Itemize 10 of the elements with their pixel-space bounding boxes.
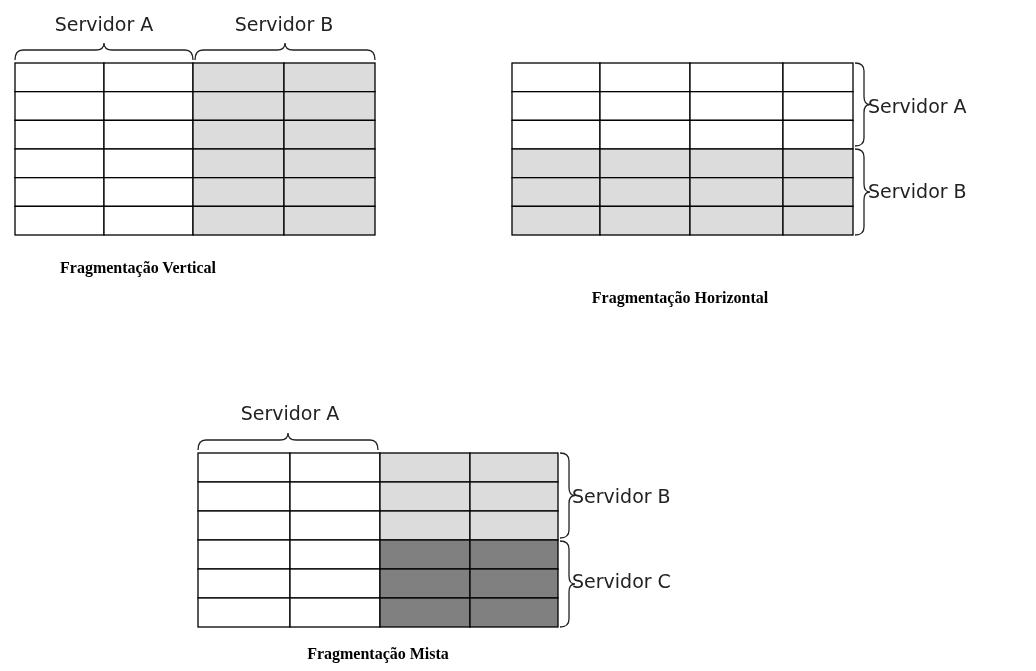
server-label: Servidor B bbox=[234, 13, 334, 35]
server-label: Servidor A bbox=[54, 13, 154, 35]
server-label: Servidor B bbox=[868, 180, 967, 202]
caption: Fragmentação Mista bbox=[307, 645, 449, 663]
server-label: Servidor B bbox=[572, 485, 671, 507]
caption: Fragmentação Vertical bbox=[60, 259, 216, 277]
server-label: Servidor C bbox=[572, 570, 671, 592]
caption: Fragmentação Horizontal bbox=[591, 289, 769, 307]
server-label: Servidor A bbox=[868, 95, 967, 117]
server-label: Servidor A bbox=[240, 402, 340, 424]
